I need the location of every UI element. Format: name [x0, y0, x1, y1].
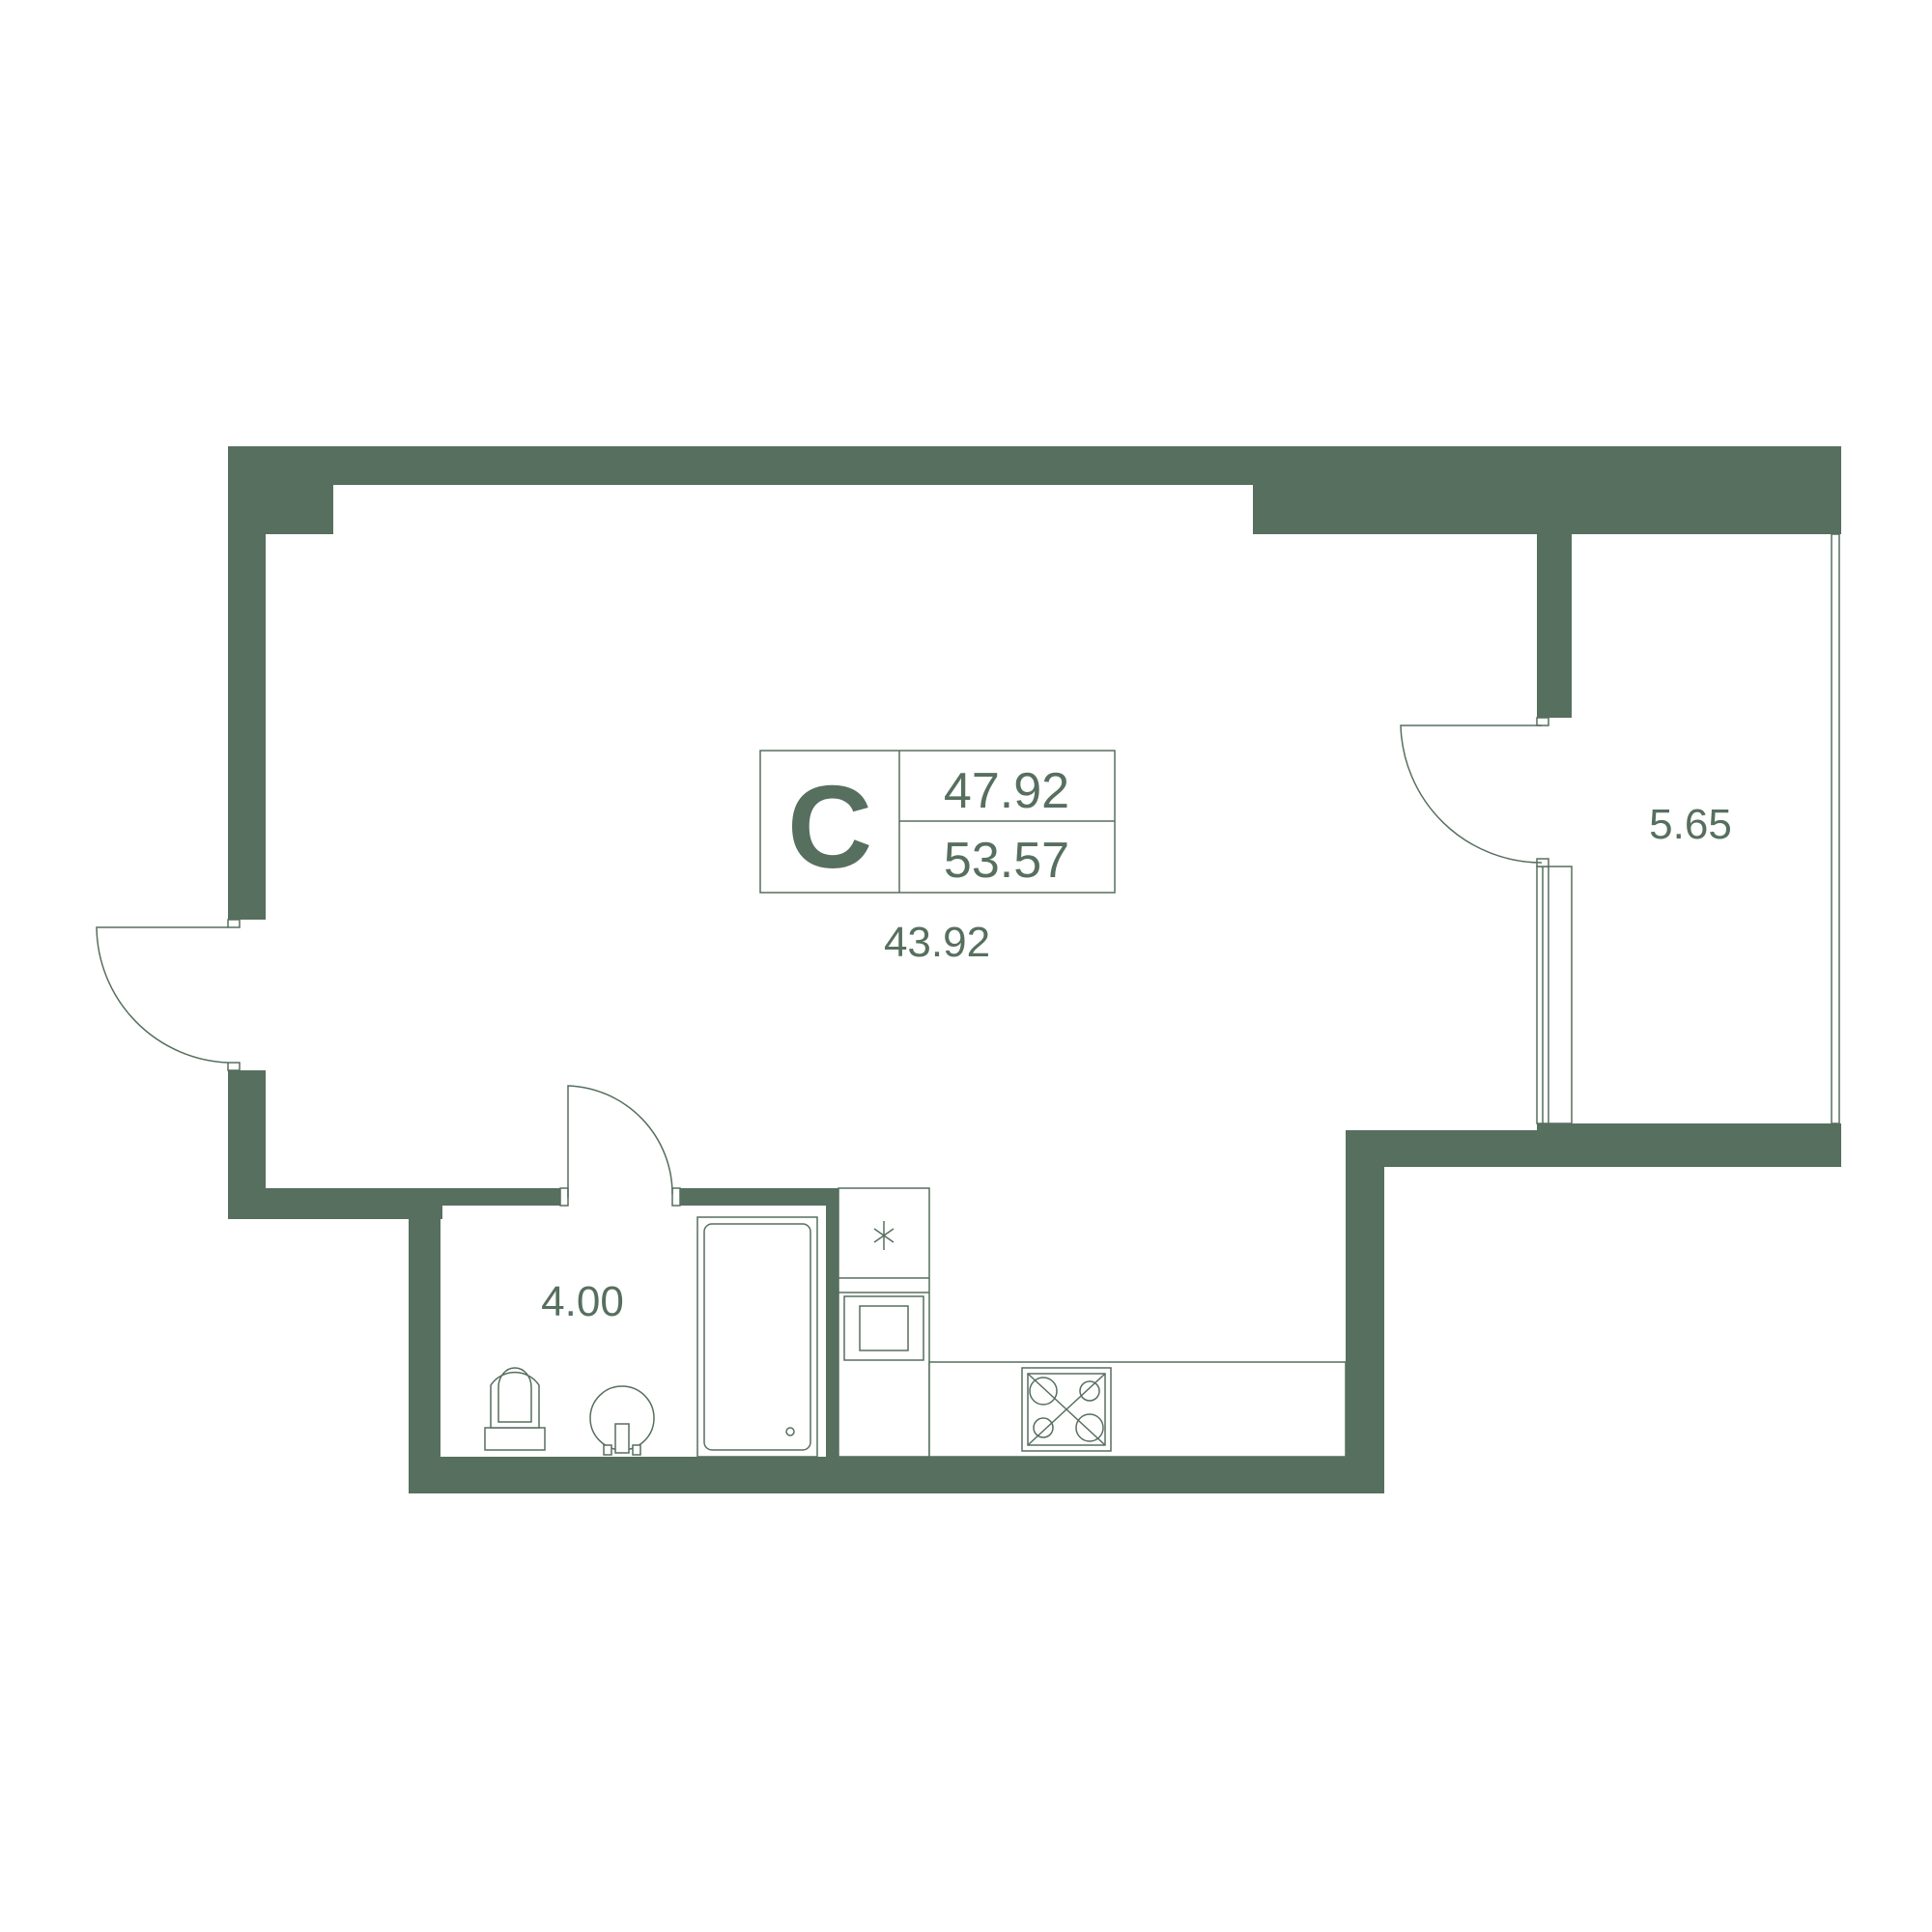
glazing-outer	[1831, 533, 1840, 1124]
entrance-door	[96, 919, 241, 1071]
door-jamb-left	[559, 1187, 569, 1207]
balcony-door	[1400, 717, 1549, 867]
door-swing-arc	[1400, 724, 1543, 864]
wall-bottom	[409, 1457, 1384, 1493]
balcony-area-label: 5.65	[1649, 801, 1732, 848]
door-swing-arc	[567, 1085, 673, 1198]
bathtub-inner	[703, 1223, 811, 1451]
toilet-tank	[484, 1427, 546, 1451]
wall-partition-upper	[1537, 534, 1572, 718]
sink-tap-right	[632, 1444, 641, 1456]
total-area-value: 53.57	[944, 833, 1069, 889]
wall-balcony-right-cap	[1831, 1123, 1841, 1167]
sink-tap-left	[603, 1444, 612, 1456]
wall-kitchen-right	[1346, 1130, 1384, 1493]
sink-icon	[589, 1385, 655, 1456]
wall-left-upper	[228, 446, 266, 920]
door-jamb-right	[671, 1187, 681, 1207]
wall-bath-top-right	[680, 1188, 838, 1206]
wall-balcony-bottom	[1537, 1123, 1841, 1167]
wall-bath-top-left	[266, 1188, 560, 1206]
bathroom-door	[559, 1085, 681, 1207]
living-area-value: 47.92	[944, 763, 1069, 819]
toilet-icon	[484, 1367, 546, 1451]
door-jamb-bottom	[227, 1062, 241, 1071]
walls	[228, 446, 1841, 1493]
bathtub	[696, 1216, 818, 1458]
door-jamb-top	[227, 919, 241, 928]
stove-icon	[1021, 1367, 1112, 1452]
toilet-bowl	[490, 1371, 540, 1429]
apartment-type-letter: С	[787, 761, 872, 893]
apartment-legend: С 47.92 53.57	[759, 750, 1116, 894]
oven-inner	[859, 1305, 909, 1351]
balcony-glazing	[1536, 533, 1840, 1124]
wall-bath-right	[826, 1188, 838, 1459]
kitchen-counter	[928, 1361, 1347, 1458]
wall-step	[1346, 1130, 1537, 1167]
door-jamb-top	[1536, 717, 1549, 726]
toilet-seat	[497, 1367, 532, 1423]
extractor-icon	[873, 1221, 895, 1250]
wall-bath-left	[409, 1188, 440, 1493]
bathtub-drain	[785, 1427, 795, 1436]
wall-top-right-block	[1253, 446, 1841, 534]
kitchen	[838, 1187, 1347, 1458]
sink-faucet	[614, 1423, 630, 1454]
bathroom-area-label: 4.00	[541, 1278, 624, 1325]
studio-area-label: 43.92	[884, 919, 990, 966]
door-swing-arc	[96, 926, 229, 1064]
